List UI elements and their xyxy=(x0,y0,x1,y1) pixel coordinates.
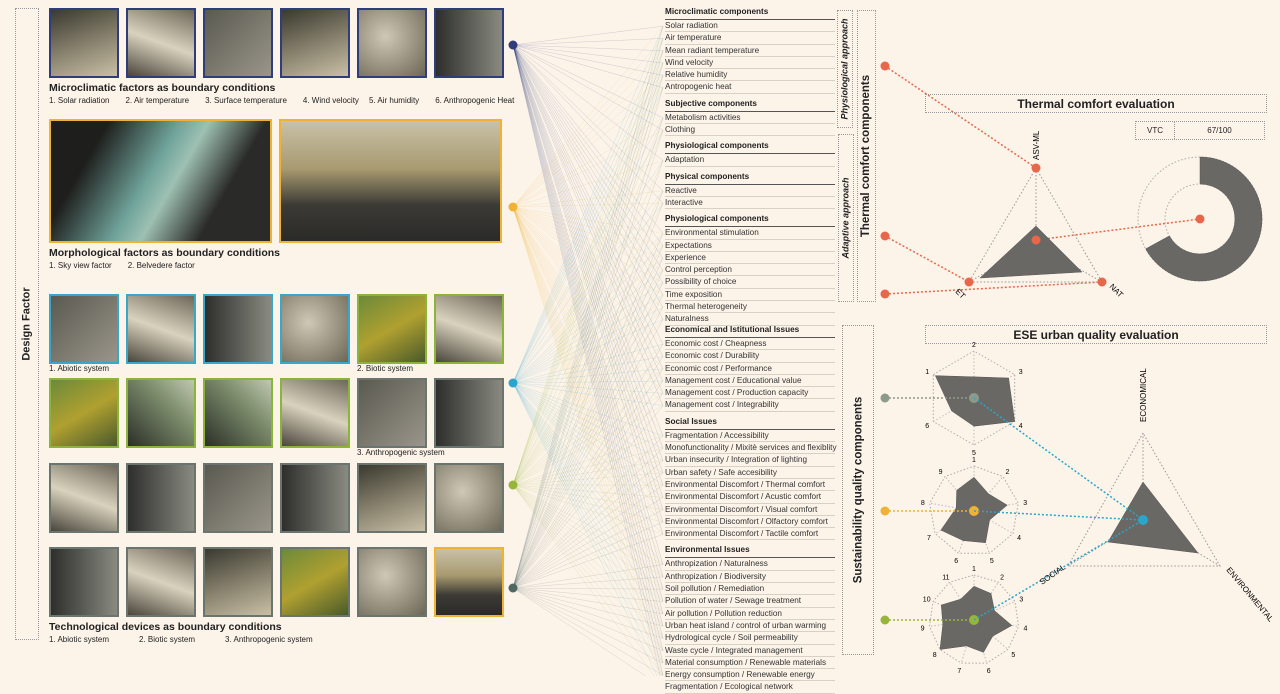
radar-label: 6 xyxy=(954,558,958,565)
radar-label: 2 xyxy=(1000,574,1004,581)
radar-label: 2 xyxy=(1005,469,1009,476)
radar-label: 1 xyxy=(925,369,929,376)
axis-economical: ECONOMICAL xyxy=(1139,368,1148,422)
radar-label: 4 xyxy=(1017,535,1021,542)
radar-label: 9 xyxy=(939,469,943,476)
evaluation-charts: ASV-ML ET NAT 12345612345678912345678910… xyxy=(0,0,1280,676)
node-et xyxy=(965,278,974,287)
radar-label: 5 xyxy=(990,558,994,565)
connector-asv xyxy=(885,66,1036,168)
node-thermal-center xyxy=(1032,236,1041,245)
radar-source-node xyxy=(881,507,890,516)
radar-label: 7 xyxy=(957,668,961,675)
radar-label: 2 xyxy=(972,342,976,349)
radar-label: 4 xyxy=(1024,625,1028,632)
radar-label: 11 xyxy=(942,574,949,581)
radar-label: 10 xyxy=(923,596,931,603)
axis-social: SOCIAL xyxy=(1038,562,1068,587)
radar-label: 9 xyxy=(921,625,925,632)
ese-center-node xyxy=(1138,515,1148,525)
radar-label: 4 xyxy=(1019,423,1023,430)
list-item: Fragmentation / Ecological network xyxy=(665,681,835,693)
radar-label: 6 xyxy=(925,423,929,430)
thermal-triangle-fill xyxy=(980,226,1082,278)
radar-source-node xyxy=(881,616,890,625)
radar-social: 1 2 3 4 5 6 7 8 9 xyxy=(881,457,1028,565)
connector-vtc xyxy=(1036,219,1200,240)
axis-nat: NAT xyxy=(1108,282,1125,299)
ese-triangle-fill xyxy=(1108,482,1198,553)
radar-label: 3 xyxy=(1019,596,1023,603)
radar-label: 8 xyxy=(921,500,925,507)
connector-et xyxy=(885,236,969,282)
radar-label: 1 xyxy=(972,566,976,573)
radar-charts: 1 2 3 4 5 6 1 2 3 4 5 6 7 8 9 1 2 3 4 5 6 7 8 9 10 11 xyxy=(881,342,1028,675)
radar-label: 5 xyxy=(1011,652,1015,659)
radar-label: 8 xyxy=(933,652,937,659)
vtc-node xyxy=(1196,215,1205,224)
radar-label: 7 xyxy=(927,535,931,542)
axis-environmental: ENVIRONMENTAL xyxy=(1224,566,1275,625)
radar-environmental: 1 2 3 4 5 6 7 8 9 10 11 xyxy=(881,566,1028,675)
node-nat-source xyxy=(881,290,890,299)
radar-label: 5 xyxy=(972,450,976,457)
radar-label: 6 xyxy=(987,668,991,675)
node-asv xyxy=(1032,164,1041,173)
node-et-source xyxy=(881,232,890,241)
connector-nat xyxy=(885,282,1102,294)
radar-label: 1 xyxy=(972,457,976,464)
radar-label: 3 xyxy=(1019,369,1023,376)
axis-asv: ASV-ML xyxy=(1032,130,1041,160)
radar-label: 3 xyxy=(1023,500,1027,507)
node-nat xyxy=(1098,278,1107,287)
radar-source-node xyxy=(881,394,890,403)
radar-economical: 1 2 3 4 5 6 xyxy=(881,342,1023,457)
node-asv-source xyxy=(881,62,890,71)
